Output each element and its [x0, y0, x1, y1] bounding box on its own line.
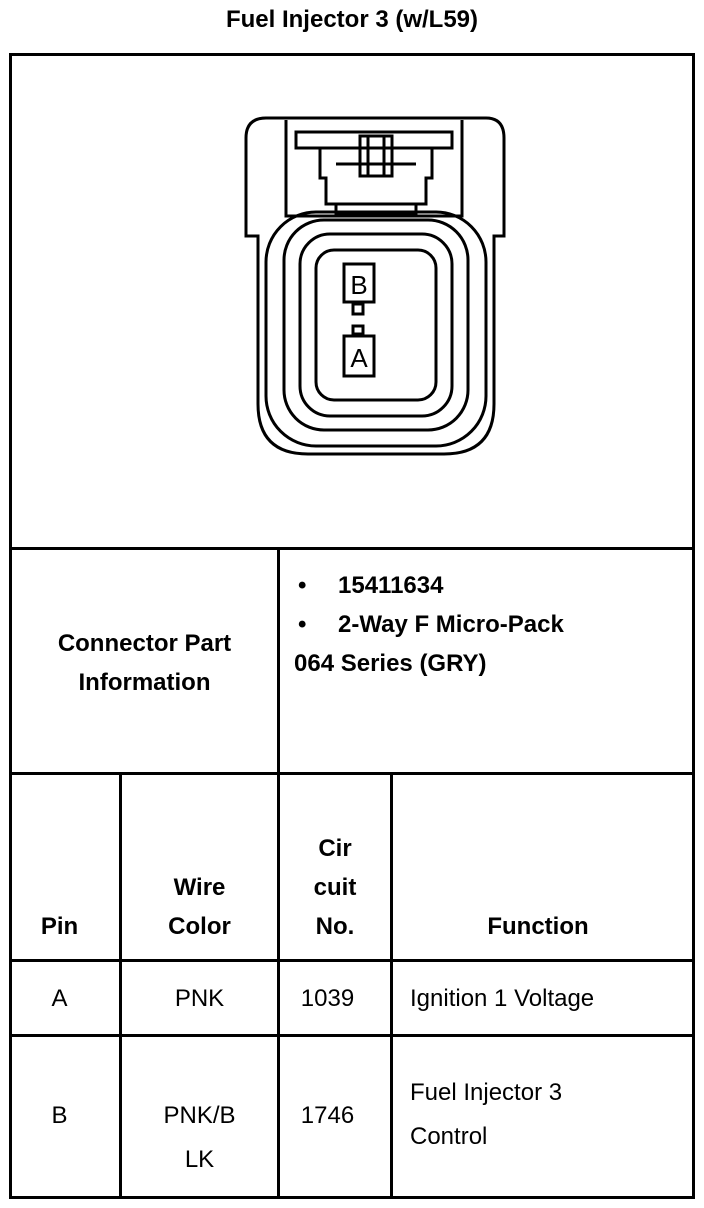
- connector-face-illustration: B A: [244, 116, 506, 456]
- part-info-label-line1: Connector Part: [57, 630, 232, 657]
- row-b-function-line2: Control: [410, 1123, 488, 1150]
- connector-type: 2-Way F Micro-Pack: [338, 611, 564, 638]
- row-a-wire-color: PNK: [174, 985, 225, 1012]
- divider-info-columns: [277, 547, 280, 775]
- connector-table-frame: [9, 53, 695, 1199]
- cavity-b-box: [342, 262, 376, 304]
- header-wire-color-line2: Color: [168, 913, 231, 940]
- row-a-function: Ignition 1 Voltage: [410, 985, 595, 1012]
- cavity-label-b: B: [350, 270, 367, 300]
- bullet-icon: •: [298, 572, 307, 599]
- seal-outer: [264, 210, 488, 448]
- latch-housing: [284, 120, 464, 218]
- part-number-item: • 15411634: [294, 566, 684, 605]
- header-circuit-line3: No.: [315, 913, 355, 940]
- part-info-label-line2: Information: [78, 669, 211, 696]
- divider-image-info: [9, 547, 695, 550]
- header-circuit-line1: Cir: [318, 835, 352, 862]
- divider-wire-circuit: [277, 772, 280, 1199]
- cavity-label-a: A: [350, 343, 368, 373]
- header-function: Function: [487, 913, 589, 940]
- divider-rowA-rowB: [9, 1034, 695, 1037]
- divider-info-header: [9, 772, 695, 775]
- row-a-circuit: 1039: [300, 985, 355, 1012]
- divider-header-rowA: [9, 959, 695, 962]
- latch-inner: [294, 130, 454, 206]
- seal-inner: [298, 232, 454, 418]
- header-pin: Pin: [40, 913, 79, 940]
- row-b-pin: B: [51, 1102, 68, 1129]
- connector-type-item: • 2-Way F Micro-Pack: [294, 605, 684, 644]
- row-a-pin: A: [51, 985, 68, 1012]
- connector-outer-shell: [244, 116, 506, 456]
- connector-series: 064 Series (GRY): [294, 650, 487, 677]
- bullet-icon: •: [298, 611, 307, 638]
- part-info-details: • 15411634 • 2-Way F Micro-Pack 064 Seri…: [294, 566, 684, 683]
- header-wire-color-line1: Wire: [173, 874, 226, 901]
- row-b-wire-color-line2: LK: [184, 1146, 215, 1173]
- page-title: Fuel Injector 3 (w/L59): [225, 6, 479, 33]
- row-b-function-line1: Fuel Injector 3: [410, 1079, 563, 1106]
- row-b-wire-color-line1: PNK/B: [163, 1102, 236, 1129]
- divider-pin-wire: [119, 772, 122, 1199]
- row-b-circuit: 1746: [300, 1102, 355, 1129]
- part-number: 15411634: [338, 572, 444, 599]
- seal-middle: [282, 218, 470, 432]
- cavity-surround: [314, 248, 438, 402]
- header-circuit-line2: cuit: [313, 874, 357, 901]
- cavity-a-box: [342, 334, 376, 378]
- divider-circuit-function: [390, 772, 393, 1199]
